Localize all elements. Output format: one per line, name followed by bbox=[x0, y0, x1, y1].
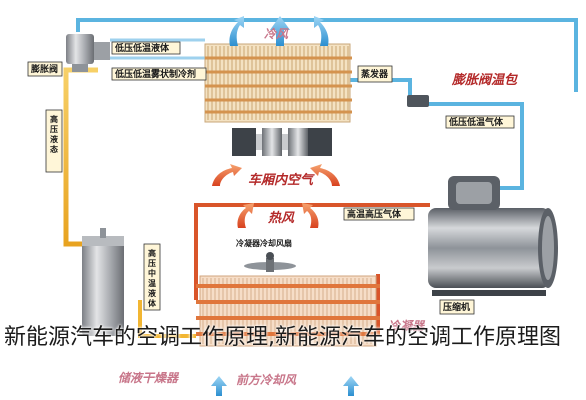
compressor-label: 压缩机 bbox=[443, 301, 470, 313]
temp-sensor-label: 膨胀阀温包 bbox=[451, 72, 518, 88]
cabin-air-arrow-left bbox=[212, 164, 242, 186]
compressor bbox=[428, 176, 558, 296]
vertical-labels: 高压液态 高压中温液体 bbox=[45, 109, 161, 311]
cold-wind-arrow-right bbox=[314, 16, 329, 46]
airflow-arrows bbox=[211, 16, 359, 396]
condenser-label: 冷凝器 bbox=[388, 319, 426, 333]
blower-fan bbox=[232, 128, 332, 156]
evaporator-label: 蒸发器 bbox=[361, 68, 389, 80]
cabin-air-arrow-right bbox=[310, 164, 340, 186]
low-pressure-gas-label: 低压低温气体 bbox=[448, 116, 504, 128]
high-pressure-liquid-pipe bbox=[63, 67, 104, 247]
cold-wind-arrow-center bbox=[270, 16, 290, 46]
suction-pipe bbox=[410, 102, 524, 190]
hot-gas-pipe bbox=[194, 203, 430, 300]
condenser-tubes bbox=[196, 284, 380, 336]
hot-wind-arrow-right bbox=[302, 203, 319, 228]
receiver-dryer bbox=[82, 228, 124, 336]
high-pressure-gas-label: 高温高压气体 bbox=[347, 208, 402, 220]
cold-wind-label: 冷风 bbox=[264, 27, 289, 41]
low-pressure-liquid-label: 低压低温液体 bbox=[114, 42, 170, 54]
high-temp-liquid-vertical-label: 高压中温液体 bbox=[148, 248, 157, 308]
expansion-valve-label: 膨胀阀 bbox=[30, 63, 58, 75]
caption: 新能源汽车的空调工作原理,新能源汽车的空调工作原理图 bbox=[4, 325, 561, 350]
low-pressure-mist-label: 低压低温雾状制冷剂 bbox=[114, 68, 196, 80]
labels: 冷风 低压低温液体 低压低温雾状制冷剂 膨胀阀 蒸发器 膨胀阀温包 低压低温气体… bbox=[27, 27, 518, 387]
temp-sensor-bulb bbox=[407, 95, 429, 107]
high-pressure-liquid-vertical-label: 高压液态 bbox=[50, 114, 58, 154]
receiver-dryer-label: 储液干燥器 bbox=[118, 371, 180, 385]
expansion-valve bbox=[66, 34, 110, 72]
evaporator-outlet-pipe bbox=[350, 78, 412, 104]
evaporator-tubes bbox=[205, 56, 352, 114]
evaporator bbox=[204, 43, 352, 123]
front-wind-arrow-right bbox=[343, 376, 359, 396]
condenser-outlet-pipe bbox=[138, 300, 196, 338]
hot-wind-label: 热风 bbox=[267, 210, 295, 226]
front-wind-label: 前方冷却风 bbox=[236, 373, 297, 387]
condenser-fan bbox=[244, 252, 296, 272]
hot-wind-arrow-left bbox=[237, 203, 254, 228]
condenser bbox=[196, 275, 380, 347]
condenser-fan-label: 冷凝器冷却风扇 bbox=[236, 238, 292, 248]
cabin-air-label: 车厢内空气 bbox=[248, 172, 315, 188]
front-wind-arrow-left bbox=[211, 376, 227, 396]
cold-wind-arrow-left bbox=[229, 16, 244, 46]
low-pressure-gas-pipe bbox=[76, 18, 578, 92]
